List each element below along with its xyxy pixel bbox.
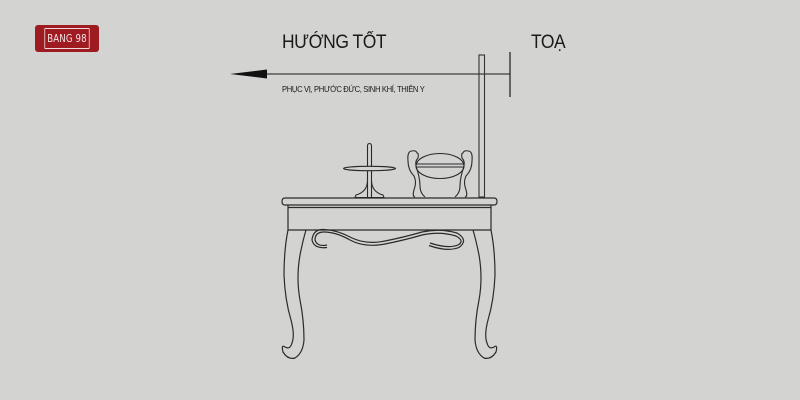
brand-logo[interactable]: BANG 98	[35, 25, 99, 52]
seat-label: TOẠ	[531, 32, 566, 53]
brand-logo-text: BANG 98	[44, 28, 90, 49]
candle-stand-icon	[342, 142, 397, 199]
good-direction-list: PHỤC VỊ, PHƯỚC ĐỨC, SINH KHÍ, THIÊN Y	[282, 84, 425, 94]
incense-bowl-icon	[407, 150, 473, 198]
back-post	[478, 54, 486, 198]
altar-table	[281, 197, 498, 359]
direction-arrow-icon	[230, 69, 510, 79]
good-direction-title: HƯỚNG TỐT	[282, 32, 387, 53]
